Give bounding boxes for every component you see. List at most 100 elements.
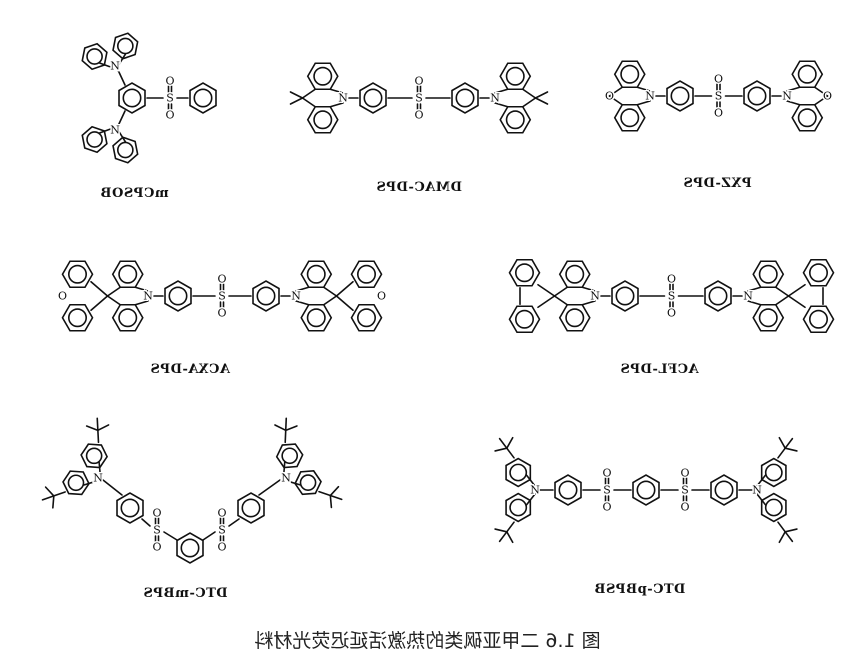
sulfur-atom: S	[153, 524, 161, 537]
sulfonyl-group: OSO	[679, 465, 691, 515]
bond	[608, 86, 624, 97]
aromatic-circle	[620, 64, 640, 84]
bond	[202, 531, 216, 541]
bond	[494, 528, 508, 533]
bond	[756, 474, 767, 487]
bond	[787, 283, 806, 297]
benzene-ring	[118, 82, 146, 114]
aromatic-circle	[764, 463, 783, 482]
bond	[90, 295, 109, 312]
carbazole-unit: N	[41, 417, 110, 509]
bond	[83, 480, 97, 486]
nitrogen-atom: N	[143, 290, 153, 303]
aromatic-circle	[313, 66, 333, 86]
bond	[494, 447, 508, 452]
aromatic-circle	[505, 66, 525, 86]
bond	[90, 280, 109, 297]
carbazole-unit: N	[751, 436, 798, 544]
oxygen-atom: O	[714, 73, 723, 86]
oxygen-atom: O	[165, 75, 174, 88]
aromatic-circle	[620, 108, 640, 128]
tert-butyl-group	[494, 436, 515, 459]
aromatic-circle	[67, 474, 85, 492]
bond	[335, 280, 354, 297]
aromatic-circle	[797, 64, 817, 84]
aromatic-circle	[509, 498, 528, 517]
label-dmac-dps: DMAC-DPS	[376, 180, 462, 195]
benzene-ring	[451, 82, 479, 114]
bond	[41, 495, 55, 501]
oxygen-atom: O	[58, 290, 67, 303]
bond	[747, 286, 762, 292]
bond	[498, 530, 508, 543]
bond	[329, 494, 343, 501]
nitrogen-atom: N	[490, 92, 500, 105]
aromatic-circle	[68, 308, 88, 328]
bond	[553, 295, 569, 306]
bond	[778, 436, 787, 450]
bond	[525, 493, 536, 506]
aromatic-circle	[313, 110, 333, 130]
aromatic-circle	[670, 86, 690, 106]
sulfur-atom: S	[668, 290, 676, 303]
bond	[106, 295, 122, 306]
aromatic-circle	[363, 88, 383, 108]
tert-butyl-group	[41, 486, 66, 509]
nitrogen-atom: N	[743, 290, 753, 303]
aromatic-circle	[86, 48, 103, 65]
sulfur-atom: S	[603, 484, 611, 497]
aromatic-circle	[168, 286, 188, 306]
label-acfl-dps: ACFL-DPS	[620, 362, 699, 377]
bond	[335, 295, 354, 312]
carbazole-unit: N	[81, 32, 139, 74]
nitrogen-atom: N	[530, 484, 540, 497]
bond	[505, 436, 514, 450]
aromatic-circle	[306, 264, 326, 284]
bond	[134, 286, 149, 292]
oxygen-atom: O	[667, 307, 676, 320]
bond	[284, 417, 288, 432]
bond	[85, 425, 99, 432]
sulfonyl-group: OSO	[665, 271, 677, 321]
bond	[525, 474, 536, 487]
bond	[98, 461, 102, 476]
benzene-ring	[164, 280, 192, 312]
sulfur-atom: S	[715, 90, 723, 103]
aromatic-circle	[565, 308, 585, 328]
bond	[636, 86, 651, 92]
oxygen-atom: O	[823, 90, 832, 103]
bond	[44, 486, 55, 497]
oxygen-atom: O	[414, 75, 423, 88]
bond	[98, 62, 113, 69]
sulfonyl-group: OSO	[413, 73, 425, 123]
oxygen-atom: O	[602, 501, 611, 514]
aromatic-circle	[747, 86, 767, 106]
nitrogen-atom: N	[645, 90, 655, 103]
bond	[608, 95, 624, 106]
methyl-bond	[289, 91, 304, 99]
bond	[295, 300, 310, 306]
aromatic-circle	[306, 308, 326, 328]
label-pxz-dps: PXZ-DPS	[683, 176, 752, 191]
nitrogen-atom: N	[110, 60, 120, 73]
bond	[96, 417, 99, 432]
benzene-ring	[116, 492, 144, 524]
bond	[636, 100, 651, 106]
aromatic-circle	[68, 264, 88, 284]
bond	[329, 88, 344, 94]
bond	[117, 69, 126, 86]
nitrogen-atom: N	[93, 472, 103, 485]
bond	[521, 88, 537, 99]
benzene-ring	[81, 125, 108, 154]
aromatic-circle	[118, 264, 138, 284]
bond	[756, 493, 767, 506]
bond	[322, 295, 338, 306]
aromatic-circle	[764, 498, 783, 517]
oxygen-atom: O	[602, 467, 611, 480]
bond	[813, 95, 829, 106]
bond	[134, 300, 149, 306]
